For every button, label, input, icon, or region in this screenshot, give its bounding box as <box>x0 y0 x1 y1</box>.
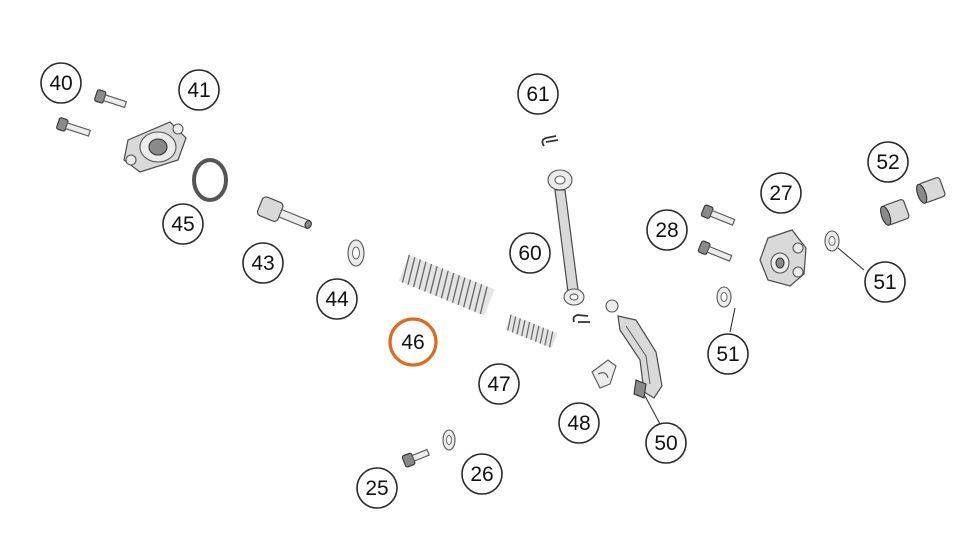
callout-51-right[interactable]: 51 <box>864 261 906 303</box>
callout-41-label: 41 <box>187 79 210 102</box>
part-41-housing[interactable] <box>123 121 187 173</box>
callout-25[interactable]: 25 <box>356 467 398 509</box>
callout-48[interactable]: 48 <box>558 402 600 444</box>
callout-50[interactable]: 50 <box>645 422 687 464</box>
part-51-washer-left[interactable] <box>716 286 732 308</box>
part-52-bushings[interactable] <box>878 177 946 227</box>
part-61-cotter-pin[interactable] <box>541 135 559 147</box>
callout-25-label: 25 <box>365 477 388 500</box>
callout-47-label: 47 <box>487 373 510 396</box>
callout-50-label: 50 <box>654 432 677 455</box>
callout-40-label: 40 <box>49 72 72 95</box>
callout-60[interactable]: 60 <box>509 232 551 274</box>
part-27-bracket[interactable] <box>759 229 807 287</box>
part-51-washer-right[interactable] <box>824 230 840 252</box>
callout-46[interactable]: 46 <box>388 317 438 367</box>
callout-46-label: 46 <box>401 331 424 354</box>
callout-28[interactable]: 28 <box>646 209 688 251</box>
callout-51-left-label: 51 <box>716 343 739 366</box>
callout-27[interactable]: 27 <box>760 172 802 214</box>
callout-51-left[interactable]: 51 <box>707 333 749 375</box>
callout-52[interactable]: 52 <box>867 141 909 183</box>
part-40-bolts[interactable] <box>56 89 128 139</box>
callout-28-label: 28 <box>655 219 678 242</box>
callout-26[interactable]: 26 <box>461 453 503 495</box>
callout-40[interactable]: 40 <box>40 62 82 104</box>
callout-43-label: 43 <box>251 252 274 275</box>
callout-47[interactable]: 47 <box>478 363 520 405</box>
part-47-spring[interactable] <box>505 314 558 349</box>
callout-27-label: 27 <box>769 182 792 205</box>
callout-44-label: 44 <box>325 288 349 311</box>
callout-51-right-label: 51 <box>873 271 896 294</box>
part-28-bolts[interactable] <box>697 204 736 263</box>
part-26-washer[interactable] <box>442 429 456 451</box>
callout-52-label: 52 <box>876 151 899 174</box>
callout-45-label: 45 <box>171 213 194 236</box>
callout-44[interactable]: 44 <box>316 278 358 320</box>
part-44-washer[interactable] <box>347 239 365 267</box>
part-60-linkage[interactable] <box>547 169 585 306</box>
callout-26-label: 26 <box>470 463 493 486</box>
part-46-spring[interactable] <box>398 254 495 316</box>
part-61-cotter-pin-lower[interactable] <box>572 314 591 323</box>
callout-60-label: 60 <box>518 242 541 265</box>
callout-45[interactable]: 45 <box>162 203 204 245</box>
callout-48-label: 48 <box>567 412 590 435</box>
callout-61[interactable]: 61 <box>517 73 559 115</box>
callout-43[interactable]: 43 <box>242 242 284 284</box>
part-25-screw[interactable] <box>401 447 431 468</box>
leader-lines <box>644 247 865 425</box>
part-48-clip[interactable] <box>591 359 617 389</box>
part-50-lever[interactable] <box>605 299 663 399</box>
part-45-o-ring[interactable] <box>192 158 228 202</box>
part-43-piston[interactable] <box>256 196 314 235</box>
callout-41[interactable]: 41 <box>178 69 220 111</box>
callout-61-label: 61 <box>526 83 549 106</box>
